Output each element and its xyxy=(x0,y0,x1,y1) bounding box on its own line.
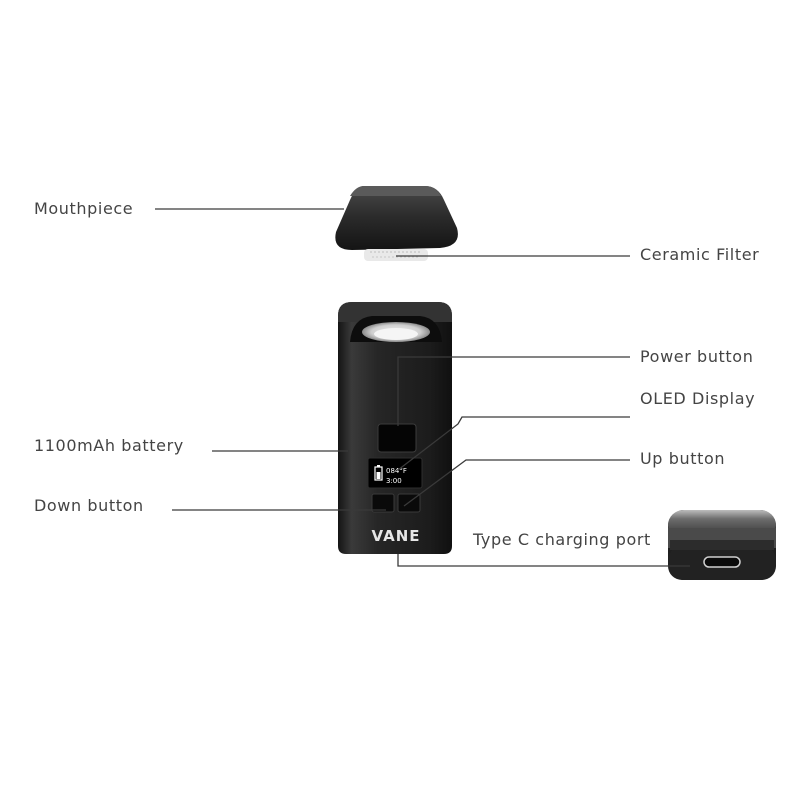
ceramic-filter-part xyxy=(364,249,428,261)
oled-display-leader xyxy=(397,416,630,471)
heating-chamber xyxy=(350,316,442,342)
power-button-leader xyxy=(397,356,630,426)
down-button[interactable] xyxy=(371,493,395,513)
power-button[interactable] xyxy=(377,423,417,453)
mouthpiece-part xyxy=(335,186,458,250)
charging-port-leader xyxy=(397,554,690,567)
display-time: 3:00 xyxy=(386,477,402,485)
up-button-leader xyxy=(403,459,630,507)
label-power-button: Power button xyxy=(640,347,754,366)
label-oled-display: OLED Display xyxy=(640,389,756,408)
label-battery: 1100mAh battery xyxy=(34,436,184,455)
battery-icon xyxy=(374,465,383,481)
brand-logo: VANE xyxy=(372,527,421,545)
usb-c-port xyxy=(703,556,741,568)
label-charging-port: Type C charging port xyxy=(473,530,651,549)
label-ceramic-filter: Ceramic Filter xyxy=(640,245,760,264)
label-down-button: Down button xyxy=(34,496,144,515)
label-up-button: Up button xyxy=(640,449,726,468)
display-temperature: 084°F xyxy=(386,467,407,475)
label-mouthpiece: Mouthpiece xyxy=(34,199,134,218)
charging-port-inset xyxy=(668,510,776,580)
